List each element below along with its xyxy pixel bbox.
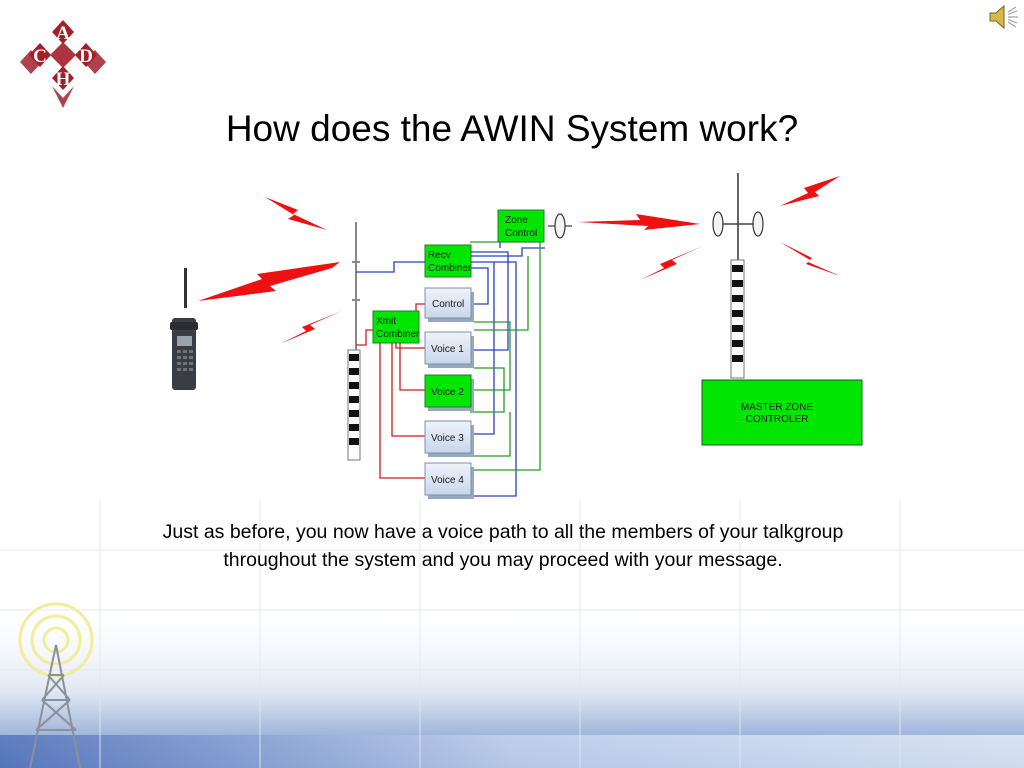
- slide-caption: Just as before, you now have a voice pat…: [162, 521, 844, 571]
- control-wiring: [470, 241, 541, 471]
- voice-3-label: Voice 3: [431, 433, 464, 444]
- logo-letter-c: C: [33, 46, 47, 67]
- logo-letter-h: H: [56, 69, 71, 90]
- decorative-tower-icon: [18, 602, 94, 768]
- dish-antenna-icon: [548, 213, 572, 239]
- voice-1-label: Voice 1: [431, 344, 464, 355]
- xmit-combiner-label-1: Xmit: [376, 316, 396, 327]
- dish-antenna-icon: [712, 211, 764, 237]
- recv-combiner-label-1: Recv: [428, 250, 451, 261]
- voice-4-label: Voice 4: [431, 475, 464, 486]
- slide-title: How does the AWIN System work?: [225, 108, 799, 149]
- voice-3-box: Voice 3: [424, 420, 474, 457]
- radio-signal-bolts: [198, 176, 840, 344]
- antenna-tower-icon: [347, 222, 361, 461]
- zone-control-label-1: Zone: [505, 215, 528, 226]
- voice-1-box: Voice 1: [424, 331, 474, 368]
- recv-combiner-box: Recv Combiner: [424, 244, 472, 278]
- logo-letter-d: D: [79, 46, 93, 67]
- xmit-combiner-box: Xmit Combiner: [372, 310, 420, 344]
- control-box: Control: [424, 287, 474, 322]
- master-zone-label-1: MASTER ZONE: [741, 402, 814, 413]
- master-tower-icon: [712, 173, 764, 379]
- zone-control-label-2: Control: [505, 228, 537, 239]
- acdh-logo: A C D H: [20, 20, 106, 108]
- bolt-tower-down-left: [640, 246, 703, 280]
- voice-4-box: Voice 4: [424, 462, 474, 499]
- master-zone-label-2: CONTROLER: [746, 414, 809, 425]
- bolt-down-left: [280, 311, 342, 344]
- control-label: Control: [432, 299, 464, 310]
- speaker-icon[interactable]: [986, 2, 1022, 32]
- receive-wiring: [356, 239, 545, 497]
- voice-2-label: Voice 2: [431, 387, 464, 398]
- bolt-tower-down-right: [780, 242, 840, 276]
- master-zone-controller-box: MASTER ZONE CONTROLER: [701, 379, 863, 446]
- radio-handset-icon: [170, 268, 198, 390]
- bolt-to-tower: [578, 214, 700, 230]
- recv-combiner-label-2: Combiner: [428, 263, 472, 274]
- voice-2-box: Voice 2: [424, 374, 474, 411]
- transmit-wiring: [356, 303, 426, 479]
- bolt-handset: [198, 262, 340, 301]
- logo-letter-a: A: [56, 23, 70, 44]
- bolt-tower-up-right: [780, 176, 840, 206]
- bolt-top-left: [265, 197, 327, 230]
- xmit-combiner-label-2: Combiner: [376, 329, 420, 340]
- zone-control-box: Zone Control: [497, 209, 545, 243]
